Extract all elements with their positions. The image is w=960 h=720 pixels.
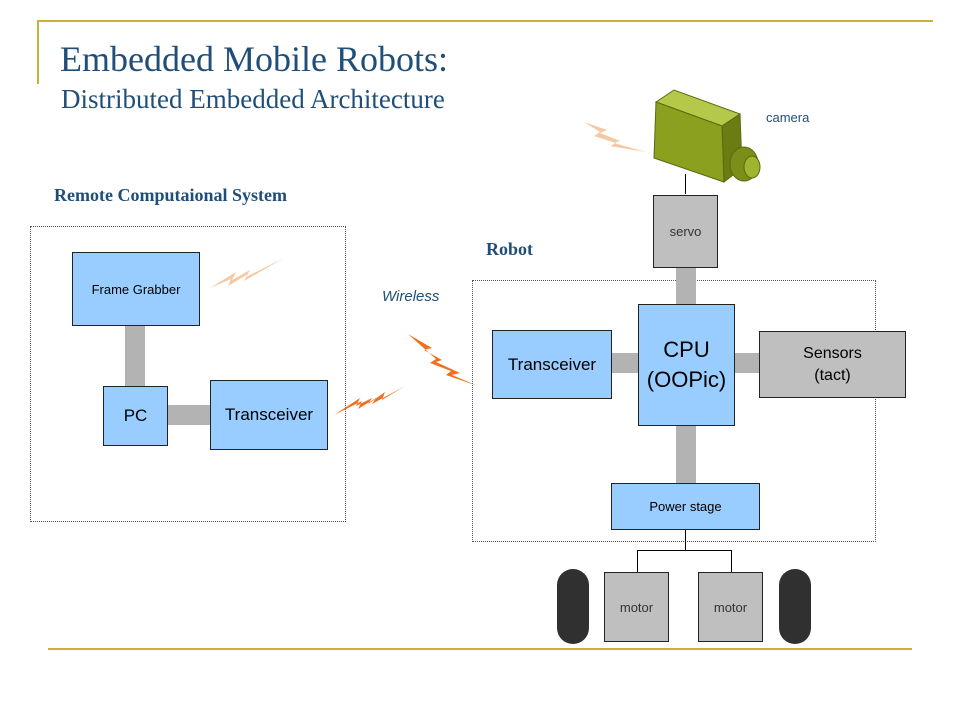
motor-right-box: motor xyxy=(698,572,763,642)
motor-left-label: motor xyxy=(619,599,654,615)
power-motor-right-line xyxy=(731,550,732,572)
right-wheel xyxy=(779,569,811,644)
servo-label: servo xyxy=(669,224,702,239)
pc-box: PC xyxy=(103,386,168,446)
signal-camera-icon xyxy=(584,122,646,152)
robot-heading: Robot xyxy=(486,239,534,259)
remote-transceiver-box: Transceiver xyxy=(210,380,328,450)
top-rule xyxy=(37,20,933,22)
signal-remote-transceiver-icon xyxy=(334,386,405,415)
power-stage-label: Power stage xyxy=(649,499,722,514)
camera-icon xyxy=(653,89,761,183)
servo-cpu-connector xyxy=(676,268,696,304)
signal-frame-grabber-icon xyxy=(210,258,284,288)
pc-label: PC xyxy=(123,406,148,425)
frame-grabber-box: Frame Grabber xyxy=(72,252,200,326)
sensors-type-label: (tact) xyxy=(814,366,851,384)
wireless-label: Wireless xyxy=(382,288,440,305)
sensors-box: Sensors (tact) xyxy=(759,331,906,398)
frame-grabber-label: Frame Grabber xyxy=(91,281,181,297)
remote-transceiver-label: Transceiver xyxy=(224,405,314,424)
motor-left-box: motor xyxy=(604,572,669,642)
cpu-sensors-connector xyxy=(735,353,759,373)
pc-transceiver-connector xyxy=(168,405,210,425)
cpu-model-label: (OOPic) xyxy=(646,367,727,392)
framegrabber-pc-connector xyxy=(125,326,145,386)
power-motor-split-line xyxy=(637,550,732,551)
motor-right-label: motor xyxy=(713,599,748,615)
cpu-label: CPU xyxy=(663,337,710,362)
robot-transceiver-label: Transceiver xyxy=(507,354,597,374)
sensors-label: Sensors xyxy=(803,344,862,362)
remote-system-heading: Remote Computaional System xyxy=(54,185,287,205)
left-rule xyxy=(37,20,39,84)
transceiver-cpu-connector xyxy=(612,353,638,373)
camera-label: camera xyxy=(766,110,810,125)
cpu-power-connector xyxy=(676,426,696,483)
power-stage-box: Power stage xyxy=(611,483,760,530)
robot-transceiver-box: Transceiver xyxy=(492,330,612,399)
remote-system-boundary xyxy=(30,226,346,522)
slide-title: Embedded Mobile Robots: xyxy=(60,39,448,79)
slide-subtitle: Distributed Embedded Architecture xyxy=(61,84,445,114)
bottom-rule xyxy=(48,648,912,650)
cpu-box: CPU (OOPic) xyxy=(638,304,735,426)
power-motor-left-line xyxy=(637,550,638,572)
signal-robot-transceiver-icon xyxy=(408,334,478,386)
power-motor-trunk-line xyxy=(685,530,686,550)
left-wheel xyxy=(557,569,589,644)
servo-box: servo xyxy=(653,195,718,268)
camera-servo-link xyxy=(685,174,686,194)
robot-boundary xyxy=(472,280,876,542)
